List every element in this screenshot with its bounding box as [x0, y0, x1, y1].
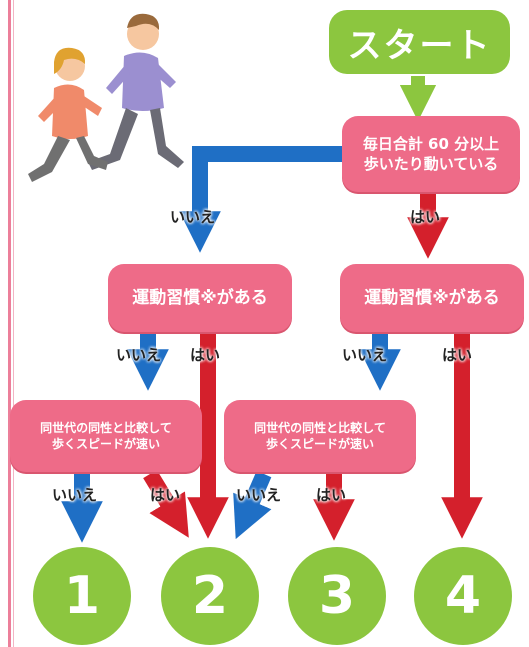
result-2: 2 [161, 547, 259, 645]
answer-label-q3right-yes: はい [316, 486, 347, 504]
question-2-right-box: 運動習慣※がある [340, 264, 524, 332]
result-4: 4 [414, 547, 512, 645]
start-node: スタート [329, 10, 510, 74]
question-3-right-box: 同世代の同性と比較して 歩くスピードが速い [224, 400, 416, 472]
runner-man [88, 13, 184, 170]
runners-illustration [28, 13, 184, 182]
runner-woman [28, 47, 108, 182]
answer-label-q3right-no: いいえ [236, 486, 282, 504]
answer-label-q3left-no: いいえ [52, 486, 98, 504]
result-3: 3 [288, 547, 386, 645]
answer-label-q1-yes: はい [410, 208, 441, 226]
answer-label-q2left-no: いいえ [116, 346, 162, 364]
answer-label-q3left-yes: はい [150, 486, 181, 504]
arrow-q3right-no [233, 470, 272, 540]
answer-label-q2right-yes: はい [442, 346, 473, 364]
answer-label-q2right-no: いいえ [342, 346, 388, 364]
question-2-left-box: 運動習慣※がある [108, 264, 292, 332]
arrow-q1-no [179, 146, 342, 253]
arrow-q3left-yes [143, 469, 189, 538]
result-1: 1 [33, 547, 131, 645]
left-border-stripe [8, 0, 11, 647]
answer-label-q2left-yes: はい [190, 346, 221, 364]
question-1-box: 毎日合計 60 分以上 歩いたり動いている [342, 116, 520, 192]
question-3-left-box: 同世代の同性と比較して 歩くスピードが速い [10, 400, 202, 472]
left-border-stripe-thin [13, 0, 14, 647]
answer-label-q1-no: いいえ [170, 208, 216, 226]
